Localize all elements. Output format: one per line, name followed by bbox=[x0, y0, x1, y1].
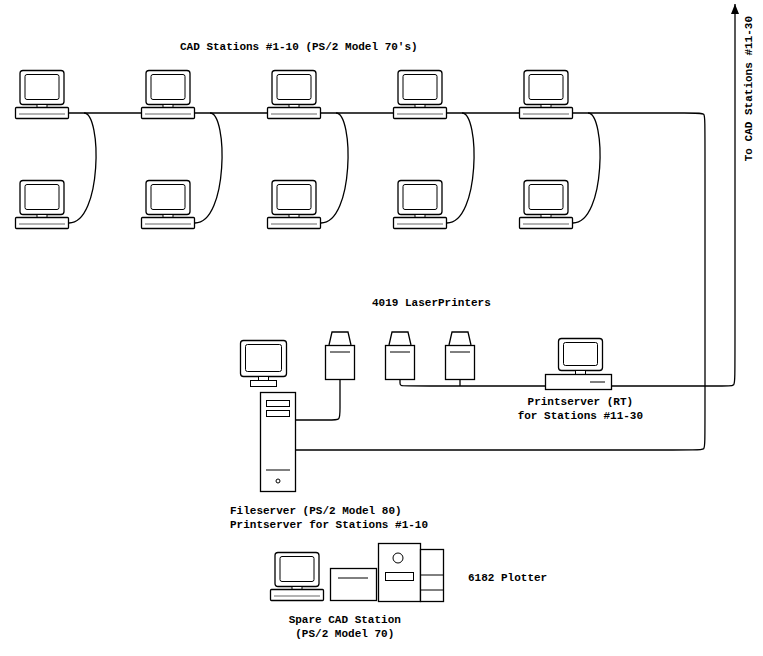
device-label: Fileserver (PS/2 Model 80) Printserver f… bbox=[230, 504, 431, 532]
fileserver-computer bbox=[241, 341, 296, 492]
spare-cad-station bbox=[271, 553, 324, 601]
cad-station-monitors bbox=[16, 71, 573, 229]
plotter-box: 6182 Plotter bbox=[378, 543, 444, 602]
laser-printers bbox=[326, 332, 475, 386]
device-label: 6182 Plotter bbox=[468, 571, 547, 585]
cable-line bbox=[296, 113, 705, 450]
device-label: Spare CAD Station (PS/2 Model 70) bbox=[287, 613, 403, 641]
device-label: To CAD Stations #11-30 bbox=[742, 16, 756, 161]
spare-station-box: Spare CAD Station (PS/2 Model 70) bbox=[270, 552, 324, 601]
device-label: Printserver (RT) for Stations #11-30 bbox=[516, 395, 645, 423]
fileserver-box: Fileserver (PS/2 Model 80) Printserver f… bbox=[260, 392, 296, 492]
plotter-symbol bbox=[331, 544, 445, 602]
cable-line bbox=[612, 4, 735, 386]
cable-line bbox=[400, 380, 545, 386]
printserver-computer bbox=[546, 339, 612, 390]
printserver-box: Printserver (RT) for Stations #11-30 bbox=[545, 336, 612, 390]
cable-line bbox=[296, 380, 340, 420]
device-label: 4019 LaserPrinters bbox=[372, 296, 491, 310]
offpage-link: To CAD Stations #11-30 bbox=[728, 4, 760, 170]
station-group: CAD Stations #1-10 (PS/2 Model 70's) bbox=[12, 40, 612, 236]
device-label: CAD Stations #1-10 (PS/2 Model 70's) bbox=[180, 40, 418, 54]
printer-group: 4019 LaserPrinters bbox=[322, 330, 478, 380]
